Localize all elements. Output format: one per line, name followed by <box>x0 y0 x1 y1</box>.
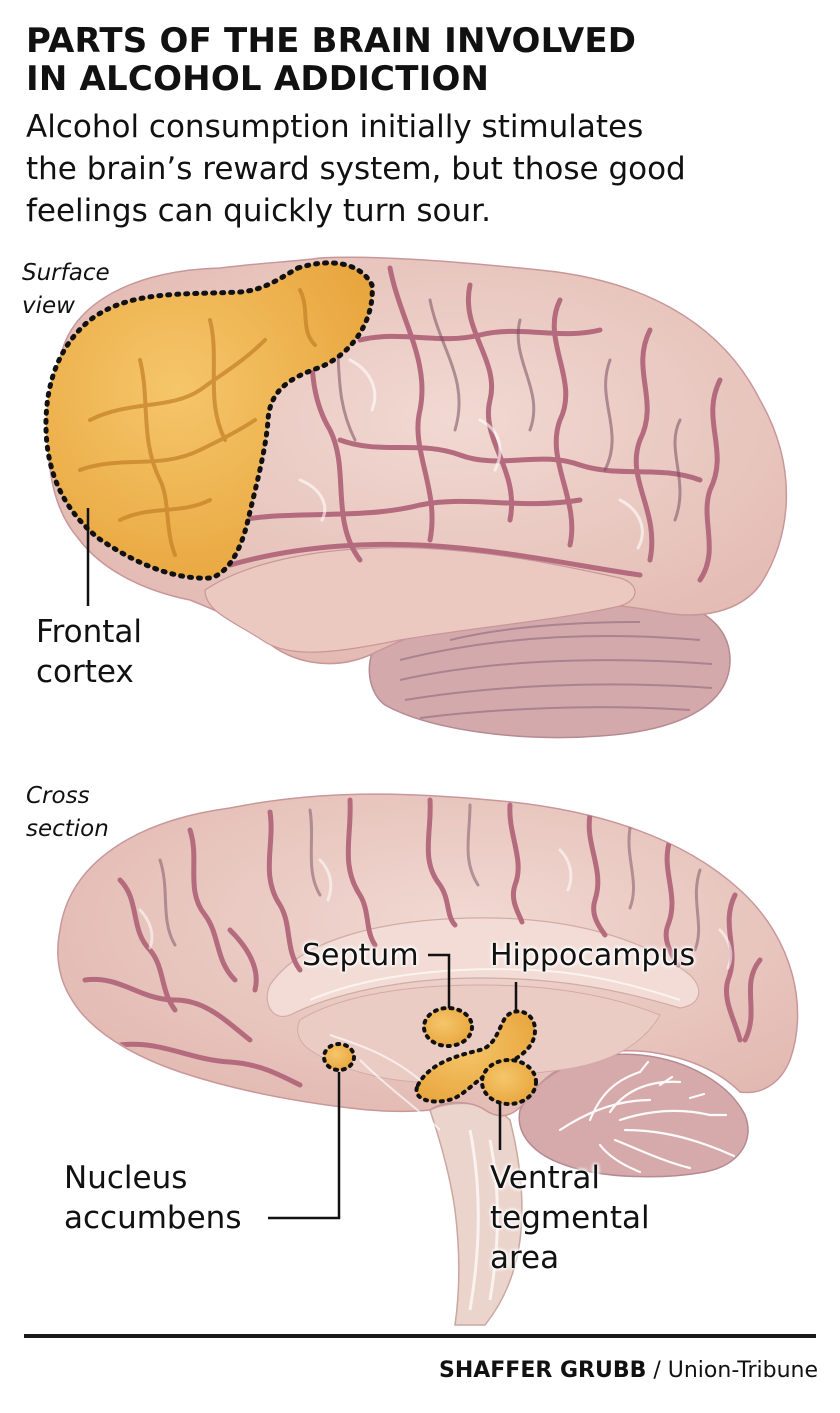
credit-name: SHAFFER GRUBB <box>438 1358 647 1383</box>
surface-temporal-lobe <box>204 547 636 653</box>
title-line-2: IN ALCOHOL ADDICTION <box>26 59 490 99</box>
cross-section-label-line-2: section <box>26 816 109 842</box>
nucleus-accumbens-label-line-1: Nucleus <box>64 1160 188 1196</box>
vta-label-line-1: Ventral <box>490 1160 601 1196</box>
surface-cerebellum-folds <box>399 621 713 719</box>
surface-view-label: Surface view <box>22 257 110 323</box>
septum-label: Septum <box>302 938 419 973</box>
frontal-cortex-label-line-2: cortex <box>36 654 134 690</box>
septum-region <box>422 1006 474 1048</box>
nucleus-accumbens-region <box>322 1042 356 1072</box>
surface-brain <box>43 256 788 739</box>
cross-section-label: Cross section <box>26 780 109 846</box>
nucleus-accumbens-label: Nucleus accumbens <box>64 1158 241 1238</box>
surface-view-label-line-1: Surface <box>22 260 110 286</box>
credit-outlet: Union-Tribune <box>667 1358 818 1383</box>
credit-line: SHAFFER GRUBB / Union-Tribune <box>439 1356 818 1386</box>
hippocampus-region <box>414 1009 538 1104</box>
hippocampus-label: Hippocampus <box>490 938 696 973</box>
subtitle-line-3: feelings can quickly turn sour. <box>26 193 491 229</box>
vta-label-line-2: tegmental <box>490 1200 650 1236</box>
frontal-cortex-label: Frontal cortex <box>36 612 142 692</box>
brainstem <box>429 1102 523 1326</box>
subtitle-line-2: the brain’s reward system, but those goo… <box>26 151 686 187</box>
cross-section-label-line-1: Cross <box>26 783 90 809</box>
surface-view-label-line-2: view <box>22 293 75 319</box>
cerebellum-arbor <box>558 1060 736 1174</box>
subtitle-line-1: Alcohol consumption initially stimulates <box>26 109 644 145</box>
frontal-cortex-region <box>43 260 375 581</box>
nucleus-accumbens-label-line-2: accumbens <box>64 1200 242 1236</box>
ventral-tegmental-area-region <box>480 1058 538 1106</box>
ventral-tegmental-area-label: Ventral tegmental area <box>490 1158 650 1278</box>
footer-rule <box>24 1334 816 1338</box>
diagram-title: PARTS OF THE BRAIN INVOLVED IN ALCOHOL A… <box>26 22 816 98</box>
diagram-subtitle: Alcohol consumption initially stimulates… <box>26 106 816 232</box>
vta-label-line-3: area <box>490 1240 560 1276</box>
cross-section-brain <box>57 793 799 1326</box>
cross-sulci <box>82 797 763 1088</box>
frontal-cortex-sulci <box>78 288 317 557</box>
nucleus-accumbens-leader <box>268 1072 341 1220</box>
credit-separator: / <box>646 1358 668 1383</box>
title-line-1: PARTS OF THE BRAIN INVOLVED <box>26 21 637 61</box>
frontal-cortex-label-line-1: Frontal <box>36 614 143 650</box>
septum-leader <box>428 953 451 1008</box>
